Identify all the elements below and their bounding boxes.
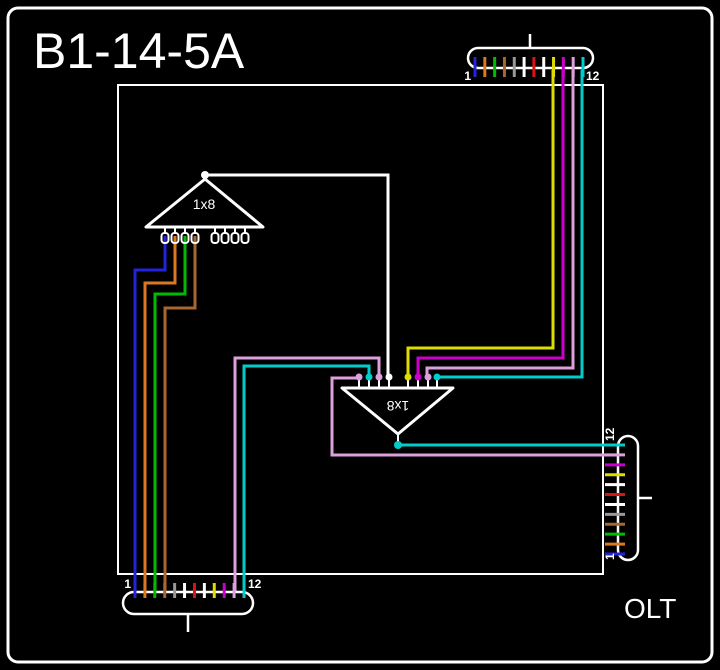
wire-green (153, 236, 187, 592)
fiber-ferrule (170, 232, 180, 244)
inner-frame (117, 84, 604, 575)
pin-number-label: 1 (124, 577, 131, 591)
outer-border (6, 6, 714, 664)
pin-number-label: 12 (603, 427, 617, 441)
wire-rose (330, 376, 620, 457)
wire-yellow (406, 70, 555, 377)
wire-orange (143, 236, 177, 592)
wire-aqua (437, 70, 584, 379)
splitter-ratio-label: 1x8 (387, 398, 410, 414)
page-title: B1-14-5A (33, 23, 245, 79)
olt-connector: 12 1 (603, 427, 652, 562)
olt-label: OLT (624, 593, 676, 624)
top-connector: 1 12 (464, 34, 600, 83)
pin-number-label: 1 (603, 553, 617, 560)
splitter-2: 1x8 (340, 373, 455, 449)
fiber-end-dot (433, 373, 441, 381)
pin-number-label: 12 (248, 577, 262, 591)
splitter-apex-node (201, 171, 209, 179)
pin-number-label: 12 (586, 69, 600, 83)
wire-white (205, 173, 390, 377)
fiber-ferrule (160, 232, 170, 244)
fiber-wires (133, 70, 620, 592)
fiber-end-dot (414, 373, 422, 381)
splitter-apex-node (394, 441, 402, 449)
fiber-end-dot (355, 373, 363, 381)
fiber-end-dot (404, 373, 412, 381)
wire-blue (133, 236, 167, 592)
wire-rose (233, 356, 381, 592)
fiber-end-dot (375, 373, 383, 381)
fiber-ferrule (210, 232, 220, 244)
fiber-end-dot (385, 373, 393, 381)
splitter-triangle (144, 177, 265, 229)
fiber-ferrule (180, 232, 190, 244)
wire-brown (163, 236, 197, 592)
wire-rose (425, 70, 575, 377)
splitter-ratio-label: 1x8 (193, 196, 216, 212)
fiber-end-dot (424, 373, 432, 381)
splitter-1: 1x8 (144, 171, 265, 244)
wire-aqua (242, 364, 371, 592)
wire-violet (416, 70, 565, 377)
fiber-ferrule (240, 232, 250, 244)
bottom-connector: 1 12 (121, 577, 262, 632)
fiber-ferrule (190, 232, 200, 244)
splitter-triangle (340, 386, 455, 436)
fiber-end-dot (365, 373, 373, 381)
fiber-ferrule (220, 232, 230, 244)
diagram-content: 1x8 1x8 1 12 1 12 12 1 (121, 34, 652, 632)
pin-number-label: 1 (464, 69, 471, 83)
fiber-ferrule (230, 232, 240, 244)
